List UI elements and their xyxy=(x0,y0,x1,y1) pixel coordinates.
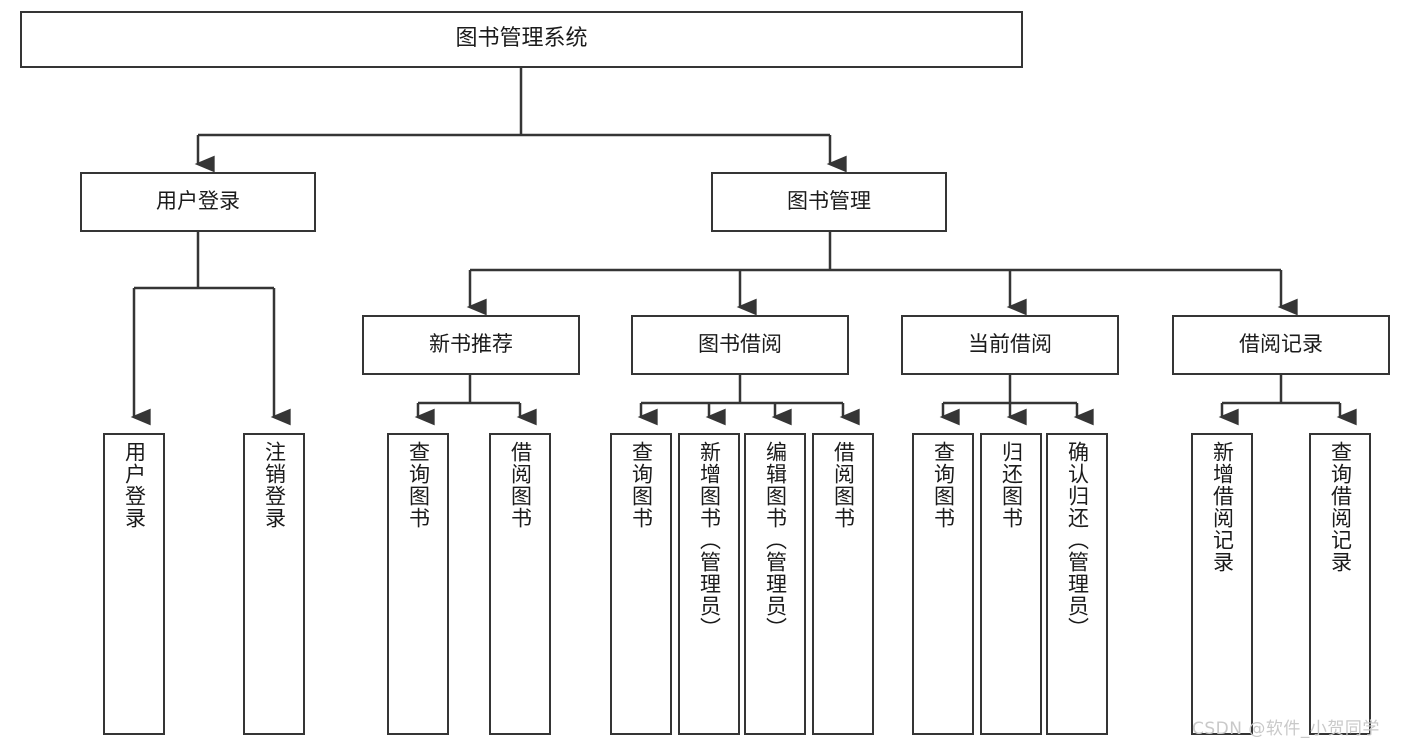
node-user-login-label: 用户登录 xyxy=(156,189,240,214)
node-borrow-record[interactable]: 借阅记录 xyxy=(1172,315,1390,375)
leaf-book-borrow-1[interactable]: 查询图书 xyxy=(610,433,672,735)
node-book-manage[interactable]: 图书管理 xyxy=(711,172,947,232)
leaf-user-login-1-label: 用户登录 xyxy=(122,441,147,529)
leaf-current-borrow-3-label: 确认归还（管理员） xyxy=(1065,441,1090,639)
leaf-book-borrow-1-label: 查询图书 xyxy=(629,441,654,529)
leaf-recommend-2-label: 借阅图书 xyxy=(508,441,533,529)
leaf-borrow-record-1[interactable]: 新增借阅记录 xyxy=(1191,433,1253,735)
node-book-borrow[interactable]: 图书借阅 xyxy=(631,315,849,375)
node-book-borrow-label: 图书借阅 xyxy=(698,332,782,357)
leaf-current-borrow-1[interactable]: 查询图书 xyxy=(912,433,974,735)
node-root-label: 图书管理系统 xyxy=(455,26,588,52)
leaf-recommend-1[interactable]: 查询图书 xyxy=(387,433,449,735)
leaf-borrow-record-2[interactable]: 查询借阅记录 xyxy=(1309,433,1371,735)
leaf-current-borrow-1-label: 查询图书 xyxy=(931,441,956,529)
leaf-current-borrow-2-label: 归还图书 xyxy=(999,441,1024,529)
leaf-book-borrow-4[interactable]: 借阅图书 xyxy=(812,433,874,735)
leaf-book-borrow-3[interactable]: 编辑图书（管理员） xyxy=(744,433,806,735)
leaf-borrow-record-1-label: 新增借阅记录 xyxy=(1210,441,1235,573)
leaf-user-login-2-label: 注销登录 xyxy=(262,441,287,529)
node-new-book-recommend-label: 新书推荐 xyxy=(429,332,513,357)
node-current-borrow[interactable]: 当前借阅 xyxy=(901,315,1119,375)
node-borrow-record-label: 借阅记录 xyxy=(1239,332,1323,357)
node-new-book-recommend[interactable]: 新书推荐 xyxy=(362,315,580,375)
leaf-recommend-1-label: 查询图书 xyxy=(406,441,431,529)
node-user-login[interactable]: 用户登录 xyxy=(80,172,316,232)
leaf-user-login-1[interactable]: 用户登录 xyxy=(103,433,165,735)
leaf-book-borrow-2-label: 新增图书（管理员） xyxy=(697,441,722,639)
leaf-current-borrow-3[interactable]: 确认归还（管理员） xyxy=(1046,433,1108,735)
leaf-book-borrow-2[interactable]: 新增图书（管理员） xyxy=(678,433,740,735)
csdn-watermark: CSDN @软件_小贺同学 xyxy=(1192,719,1380,739)
leaf-book-borrow-3-label: 编辑图书（管理员） xyxy=(763,441,788,639)
node-current-borrow-label: 当前借阅 xyxy=(968,332,1052,357)
leaf-current-borrow-2[interactable]: 归还图书 xyxy=(980,433,1042,735)
leaf-recommend-2[interactable]: 借阅图书 xyxy=(489,433,551,735)
leaf-borrow-record-2-label: 查询借阅记录 xyxy=(1328,441,1353,573)
leaf-book-borrow-4-label: 借阅图书 xyxy=(831,441,856,529)
node-book-manage-label: 图书管理 xyxy=(787,189,871,214)
leaf-user-login-2[interactable]: 注销登录 xyxy=(243,433,305,735)
node-root[interactable]: 图书管理系统 xyxy=(20,11,1023,68)
